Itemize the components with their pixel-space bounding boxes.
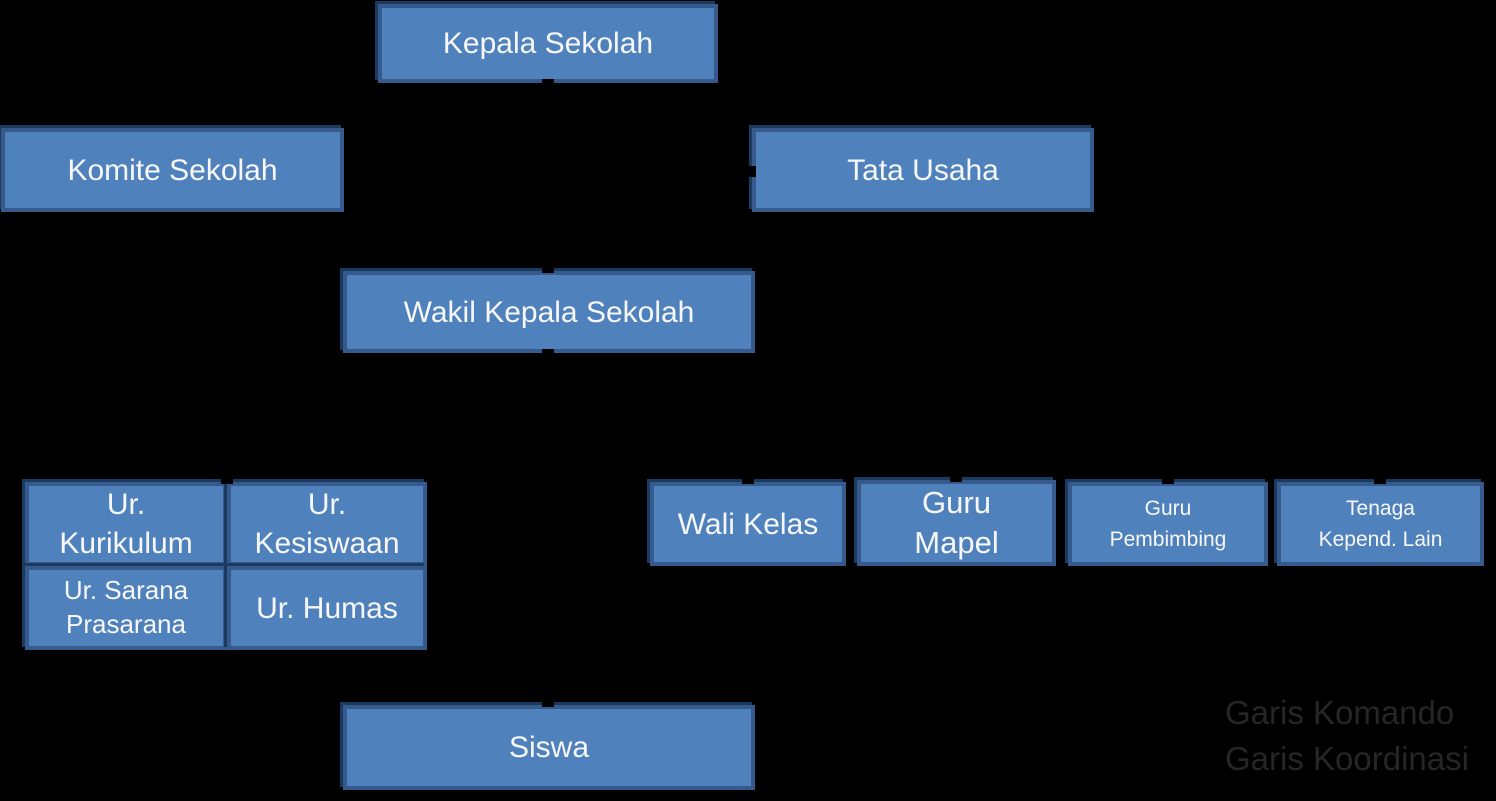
connector-tick-wakil-top — [542, 267, 554, 273]
node-tata-usaha: Tata Usaha — [752, 128, 1094, 212]
node-kepala-sekolah: Kepala Sekolah — [378, 4, 718, 83]
legend-garis-komando: Garis Komando — [1225, 694, 1455, 731]
node-komite-sekolah: Komite Sekolah — [1, 128, 344, 212]
node-ur-kesiswaan: Ur. Kesiswaan — [227, 482, 427, 566]
connector-tick-kepala-bottom — [542, 79, 554, 85]
connector-tick-tata-left — [748, 166, 756, 177]
connector-tick-wali-top — [742, 478, 754, 484]
connector-tick-wakil-bottom — [542, 349, 554, 355]
node-tenaga-kepend-lain: Tenaga Kepend. Lain — [1277, 482, 1484, 566]
node-wali-kelas: Wali Kelas — [650, 482, 846, 566]
legend: Garis Komando Garis Koordinasi — [1225, 690, 1469, 782]
node-ur-humas: Ur. Humas — [227, 566, 427, 650]
connector-tick-grid-top — [221, 478, 233, 484]
connector-tick-pembimbing-top — [1162, 478, 1174, 484]
node-ur-kurikulum: Ur. Kurikulum — [25, 482, 227, 566]
connector-tick-siswa-top — [542, 701, 554, 707]
node-siswa: Siswa — [343, 705, 755, 790]
node-guru-pembimbing: Guru Pembimbing — [1068, 482, 1268, 566]
connector-tick-mapel-top — [950, 476, 962, 482]
connector-tick-tenaga-top — [1374, 478, 1386, 484]
legend-garis-koordinasi: Garis Koordinasi — [1225, 740, 1469, 777]
node-guru-mapel: Guru Mapel — [857, 480, 1056, 566]
node-ur-sarana-prasarana: Ur. Sarana Prasarana — [25, 566, 227, 650]
node-wakil-kepala-sekolah: Wakil Kepala Sekolah — [343, 271, 755, 353]
